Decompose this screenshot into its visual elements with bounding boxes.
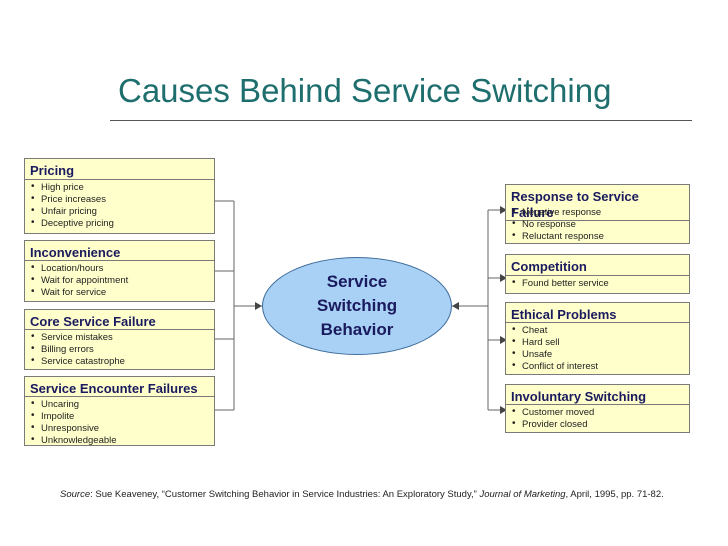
box-inconvenience: Inconvenience Location/hours Wait for ap… xyxy=(24,240,215,302)
box-core-service-failure: Core Service Failure Service mistakes Bi… xyxy=(24,309,215,370)
box-title: Inconvenience xyxy=(25,241,214,261)
box-title: Competition xyxy=(506,255,689,276)
box-pricing: Pricing High price Price increases Unfai… xyxy=(24,158,215,234)
list-item: Impolite xyxy=(31,410,214,423)
source-label: Source xyxy=(60,489,91,500)
source-citation: Source: Sue Keaveney, “Customer Switchin… xyxy=(60,489,664,500)
list-item: Wait for appointment xyxy=(31,274,214,287)
source-text: : Sue Keaveney, “Customer Switching Beha… xyxy=(90,489,480,500)
list-item: Reluctant response xyxy=(512,230,689,243)
center-line: Service xyxy=(326,272,388,291)
page-title: Causes Behind Service Switching xyxy=(118,72,612,109)
box-title: Core Service Failure xyxy=(25,310,214,330)
item-list: Cheat Hard sell Unsafe Conflict of inter… xyxy=(506,324,689,373)
list-item: Found better service xyxy=(512,277,689,290)
list-item: Billing errors xyxy=(31,343,214,356)
box-service-encounter-failures: Service Encounter Failures Uncaring Impo… xyxy=(24,376,215,446)
item-list: Location/hours Wait for appointment Wait… xyxy=(25,262,214,299)
list-item: Conflict of interest xyxy=(512,360,689,373)
right-arrowhead xyxy=(452,302,459,310)
item-list: Found better service xyxy=(506,277,689,290)
center-label: Service Switching Behavior xyxy=(297,270,417,342)
list-item: Wait for service xyxy=(31,286,214,299)
list-item: Service catastrophe xyxy=(31,355,214,368)
arrowhead-involuntary xyxy=(500,406,507,414)
source-text-end: , April, 1995, pp. 71-82. xyxy=(565,489,664,500)
item-list: Customer moved Provider closed xyxy=(506,406,689,431)
list-item: Unfair pricing xyxy=(31,205,214,218)
list-item: Customer moved xyxy=(512,406,689,419)
box-response-to-service-failure: Response to Service Failure Negative res… xyxy=(505,184,690,244)
box-title: Service Encounter Failures xyxy=(25,377,214,397)
list-item: Cheat xyxy=(512,324,689,337)
box-involuntary-switching: Involuntary Switching Customer moved Pro… xyxy=(505,384,690,433)
list-item: No response xyxy=(512,218,689,231)
list-item: High price xyxy=(31,181,214,194)
box-title: Pricing xyxy=(25,159,214,180)
list-item: Unresponsive xyxy=(31,422,214,435)
list-item: Unknowledgeable xyxy=(31,434,214,447)
title-divider xyxy=(110,120,692,121)
item-list: High price Price increases Unfair pricin… xyxy=(25,181,214,230)
list-item: Unsafe xyxy=(512,348,689,361)
left-arrowhead xyxy=(255,302,262,310)
list-item: Uncaring xyxy=(31,398,214,411)
list-item: Price increases xyxy=(31,193,214,206)
center-ellipse: Service Switching Behavior xyxy=(262,257,452,355)
arrowhead-competition xyxy=(500,274,507,282)
item-list: Negative response No response Reluctant … xyxy=(506,206,689,243)
list-item: Location/hours xyxy=(31,262,214,275)
arrowhead-response xyxy=(500,206,507,214)
item-list: Uncaring Impolite Unresponsive Unknowled… xyxy=(25,398,214,447)
center-line: Switching xyxy=(316,296,398,315)
item-list: Service mistakes Billing errors Service … xyxy=(25,331,214,368)
box-title: Ethical Problems xyxy=(506,303,689,323)
box-ethical-problems: Ethical Problems Cheat Hard sell Unsafe … xyxy=(505,302,690,375)
source-journal: Journal of Marketing xyxy=(479,489,566,500)
list-item: Negative response xyxy=(512,206,689,219)
box-title: Involuntary Switching xyxy=(506,385,689,405)
center-line: Behavior xyxy=(320,320,394,339)
box-competition: Competition Found better service xyxy=(505,254,690,294)
arrowhead-ethical xyxy=(500,336,507,344)
list-item: Provider closed xyxy=(512,418,689,431)
list-item: Service mistakes xyxy=(31,331,214,344)
list-item: Hard sell xyxy=(512,336,689,349)
list-item: Deceptive pricing xyxy=(31,217,214,230)
